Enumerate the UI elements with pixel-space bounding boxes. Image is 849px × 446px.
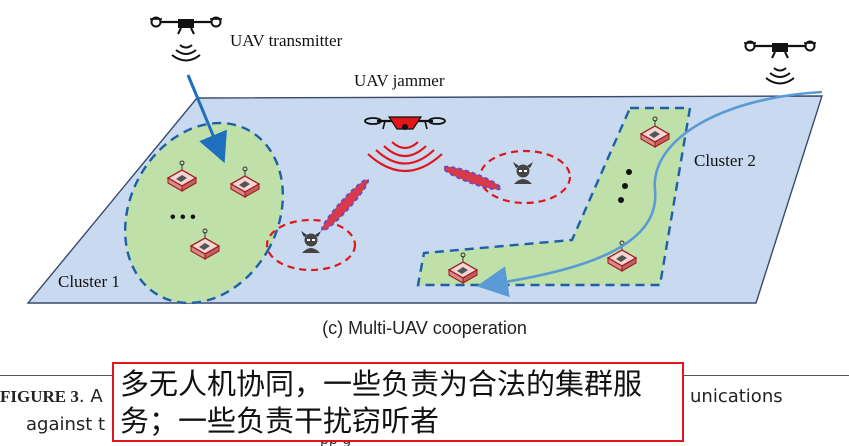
uav-jammer-label: UAV jammer — [354, 71, 445, 90]
figure-caption-line-1-tail: unications — [690, 386, 783, 407]
figure-caption-line-2: against t — [26, 414, 106, 435]
figure-number: FIGURE 3 — [0, 387, 79, 406]
subfigure-caption: (c) Multi-UAV cooperation — [322, 318, 527, 338]
cluster-2-dot — [618, 197, 624, 203]
jamming-beam-right — [442, 165, 502, 191]
cluster-2-dot — [622, 183, 628, 189]
uav-transmitter-label: UAV transmitter — [230, 31, 343, 50]
figure-caption-start: . A — [78, 386, 103, 407]
signal-waves-icon — [765, 67, 795, 85]
cluster-1-label: Cluster 1 — [58, 272, 120, 291]
cluster-1-ellipsis: • • • — [170, 209, 196, 226]
signal-waves-icon — [171, 44, 201, 62]
uav-jammer-icon — [364, 116, 446, 130]
jamming-signal-icon — [367, 141, 443, 173]
uav-movement-path — [476, 90, 823, 298]
eavesdropper-zone-left — [265, 218, 357, 272]
chinese-annotation-box: 多无人机协同，一些负责为合法的集群服务；一些负责干扰窃听者 — [112, 362, 684, 442]
cluster-2-label: Cluster 2 — [694, 151, 756, 170]
jamming-beam-left — [320, 178, 370, 232]
transmit-arrow — [186, 74, 227, 164]
cluster-2-dot — [626, 169, 632, 175]
multi-uav-scene: • • • UAV transmitter UAV jammer — [26, 16, 823, 305]
uav-right-icon — [742, 40, 818, 60]
figure-caption-line-1: FIGURE 3. A — [0, 386, 103, 407]
uav-transmitter-icon — [148, 16, 224, 36]
